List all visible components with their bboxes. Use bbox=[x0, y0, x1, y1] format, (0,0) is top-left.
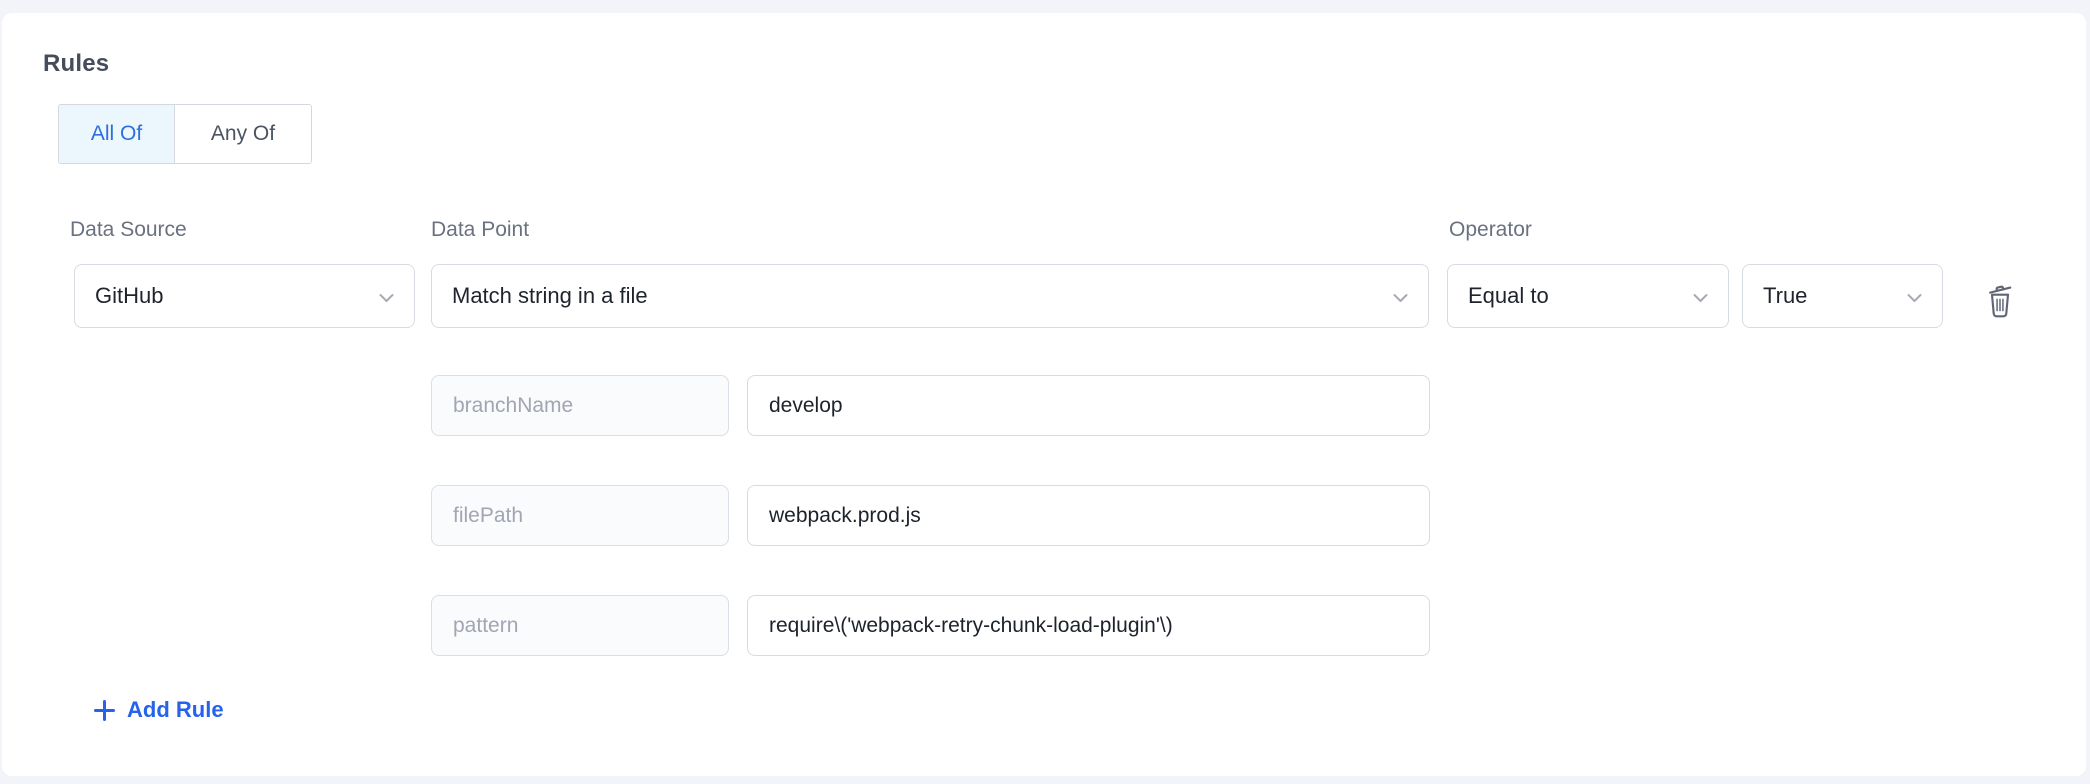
data-source-value: GitHub bbox=[95, 283, 164, 308]
chevron-down-icon bbox=[1393, 283, 1408, 309]
toggle-all-of[interactable]: All Of bbox=[59, 105, 174, 163]
toggle-any-of-label: Any Of bbox=[210, 122, 276, 145]
param-key-label: filePath bbox=[453, 503, 524, 527]
operator-label: Operator bbox=[1449, 218, 1532, 241]
delete-rule-button[interactable] bbox=[1974, 275, 2026, 327]
expected-value: True bbox=[1763, 283, 1808, 308]
chevron-down-icon bbox=[1907, 283, 1922, 309]
expected-value-select[interactable]: True bbox=[1742, 264, 1943, 328]
data-point-select[interactable]: Match string in a file bbox=[431, 264, 1429, 328]
param-key-label: pattern bbox=[453, 613, 519, 637]
operator-value: Equal to bbox=[1468, 283, 1549, 308]
param-key-pattern: pattern bbox=[431, 595, 729, 656]
data-point-value: Match string in a file bbox=[452, 283, 648, 308]
add-rule-button[interactable]: Add Rule bbox=[93, 697, 224, 723]
add-rule-label: Add Rule bbox=[127, 697, 224, 722]
chevron-down-icon bbox=[1693, 283, 1708, 309]
param-value-filepath-input[interactable] bbox=[747, 485, 1430, 546]
page-title: Rules bbox=[43, 50, 110, 77]
param-key-label: branchName bbox=[453, 393, 574, 417]
param-value-pattern-input[interactable] bbox=[747, 595, 1430, 656]
trash-icon bbox=[1984, 281, 2016, 322]
rules-card: Rules All Of Any Of Data Source Data Poi… bbox=[2, 13, 2086, 776]
data-source-label: Data Source bbox=[70, 218, 187, 241]
match-mode-toggle: All Of Any Of bbox=[58, 104, 312, 164]
param-key-branchname: branchName bbox=[431, 375, 729, 436]
operator-select[interactable]: Equal to bbox=[1447, 264, 1729, 328]
toggle-all-of-label: All Of bbox=[90, 122, 143, 145]
plus-icon bbox=[93, 699, 116, 722]
chevron-down-icon bbox=[379, 283, 394, 309]
data-source-select[interactable]: GitHub bbox=[74, 264, 415, 328]
param-key-filepath: filePath bbox=[431, 485, 729, 546]
param-value-branchname-input[interactable] bbox=[747, 375, 1430, 436]
toggle-any-of[interactable]: Any Of bbox=[174, 105, 311, 163]
data-point-label: Data Point bbox=[431, 218, 530, 241]
